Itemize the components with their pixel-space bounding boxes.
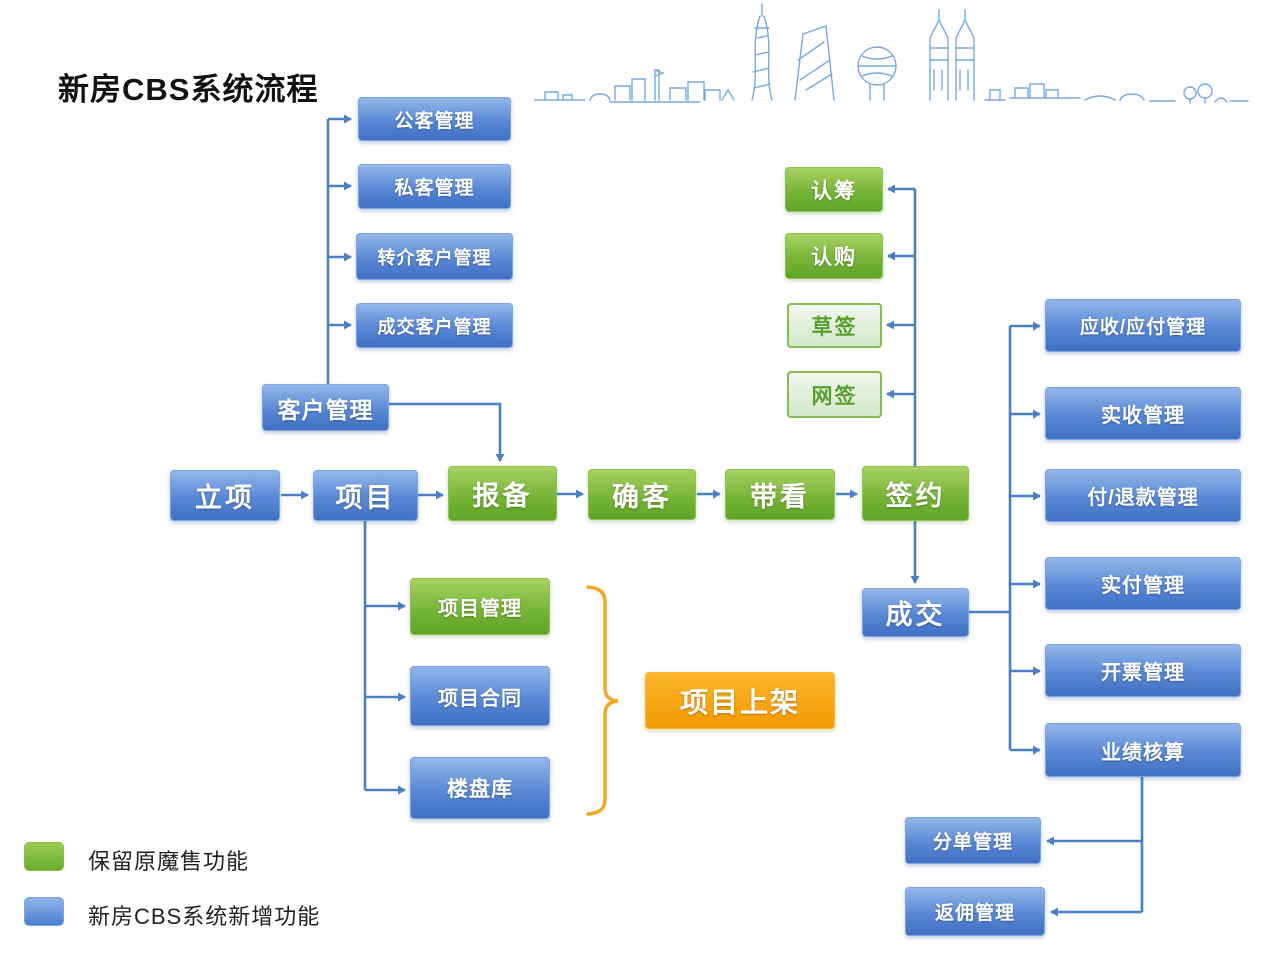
node-referral-customer-mgmt: 转介客户管理 [356,233,513,280]
node-subscription-funding: 认筹 [785,167,883,212]
node-viewing: 带看 [725,469,835,520]
legend-label-retained: 保留原魔售功能 [88,849,250,874]
node-deal-customer-mgmt: 成交客户管理 [356,303,513,348]
node-performance-accounting: 业绩核算 [1045,723,1241,777]
arrow-customer-to-filing [388,402,505,462]
node-public-customer-mgmt: 公客管理 [358,97,511,141]
node-receivable-payable-mgmt: 应收/应付管理 [1045,299,1241,352]
node-confirm-customer: 确客 [588,469,696,520]
node-draft-contract: 草签 [787,303,882,348]
node-project-listing: 项目上架 [645,672,835,729]
node-private-customer-mgmt: 私客管理 [358,164,511,209]
node-building-library: 楼盘库 [410,757,550,819]
node-payment-refund-mgmt: 付/退款管理 [1045,469,1241,522]
node-project: 项目 [313,470,418,521]
legend-swatch-retained [24,842,64,871]
node-commission-return-mgmt: 返佣管理 [905,887,1045,936]
legend-swatch-new [24,897,64,926]
node-subscription: 认购 [785,233,883,279]
legend-label-new: 新房CBS系统新增功能 [88,904,321,929]
skyline-illustration [534,3,1249,104]
node-online-signing: 网签 [787,371,882,418]
node-invoicing-mgmt: 开票管理 [1045,644,1241,697]
node-project-initiation: 立项 [170,470,280,521]
node-actual-payment-mgmt: 实付管理 [1045,557,1241,610]
node-signing: 签约 [862,466,969,521]
node-customer-mgmt: 客户管理 [262,384,389,431]
grouping-brace [586,585,619,816]
node-project-contract: 项目合同 [410,666,550,726]
node-actual-receipt-mgmt: 实收管理 [1045,387,1241,440]
node-split-order-mgmt: 分单管理 [905,817,1041,864]
page-title: 新房CBS系统流程 [58,72,319,107]
node-deal: 成交 [862,588,969,637]
node-filing: 报备 [448,466,557,521]
node-project-mgmt: 项目管理 [410,578,550,635]
